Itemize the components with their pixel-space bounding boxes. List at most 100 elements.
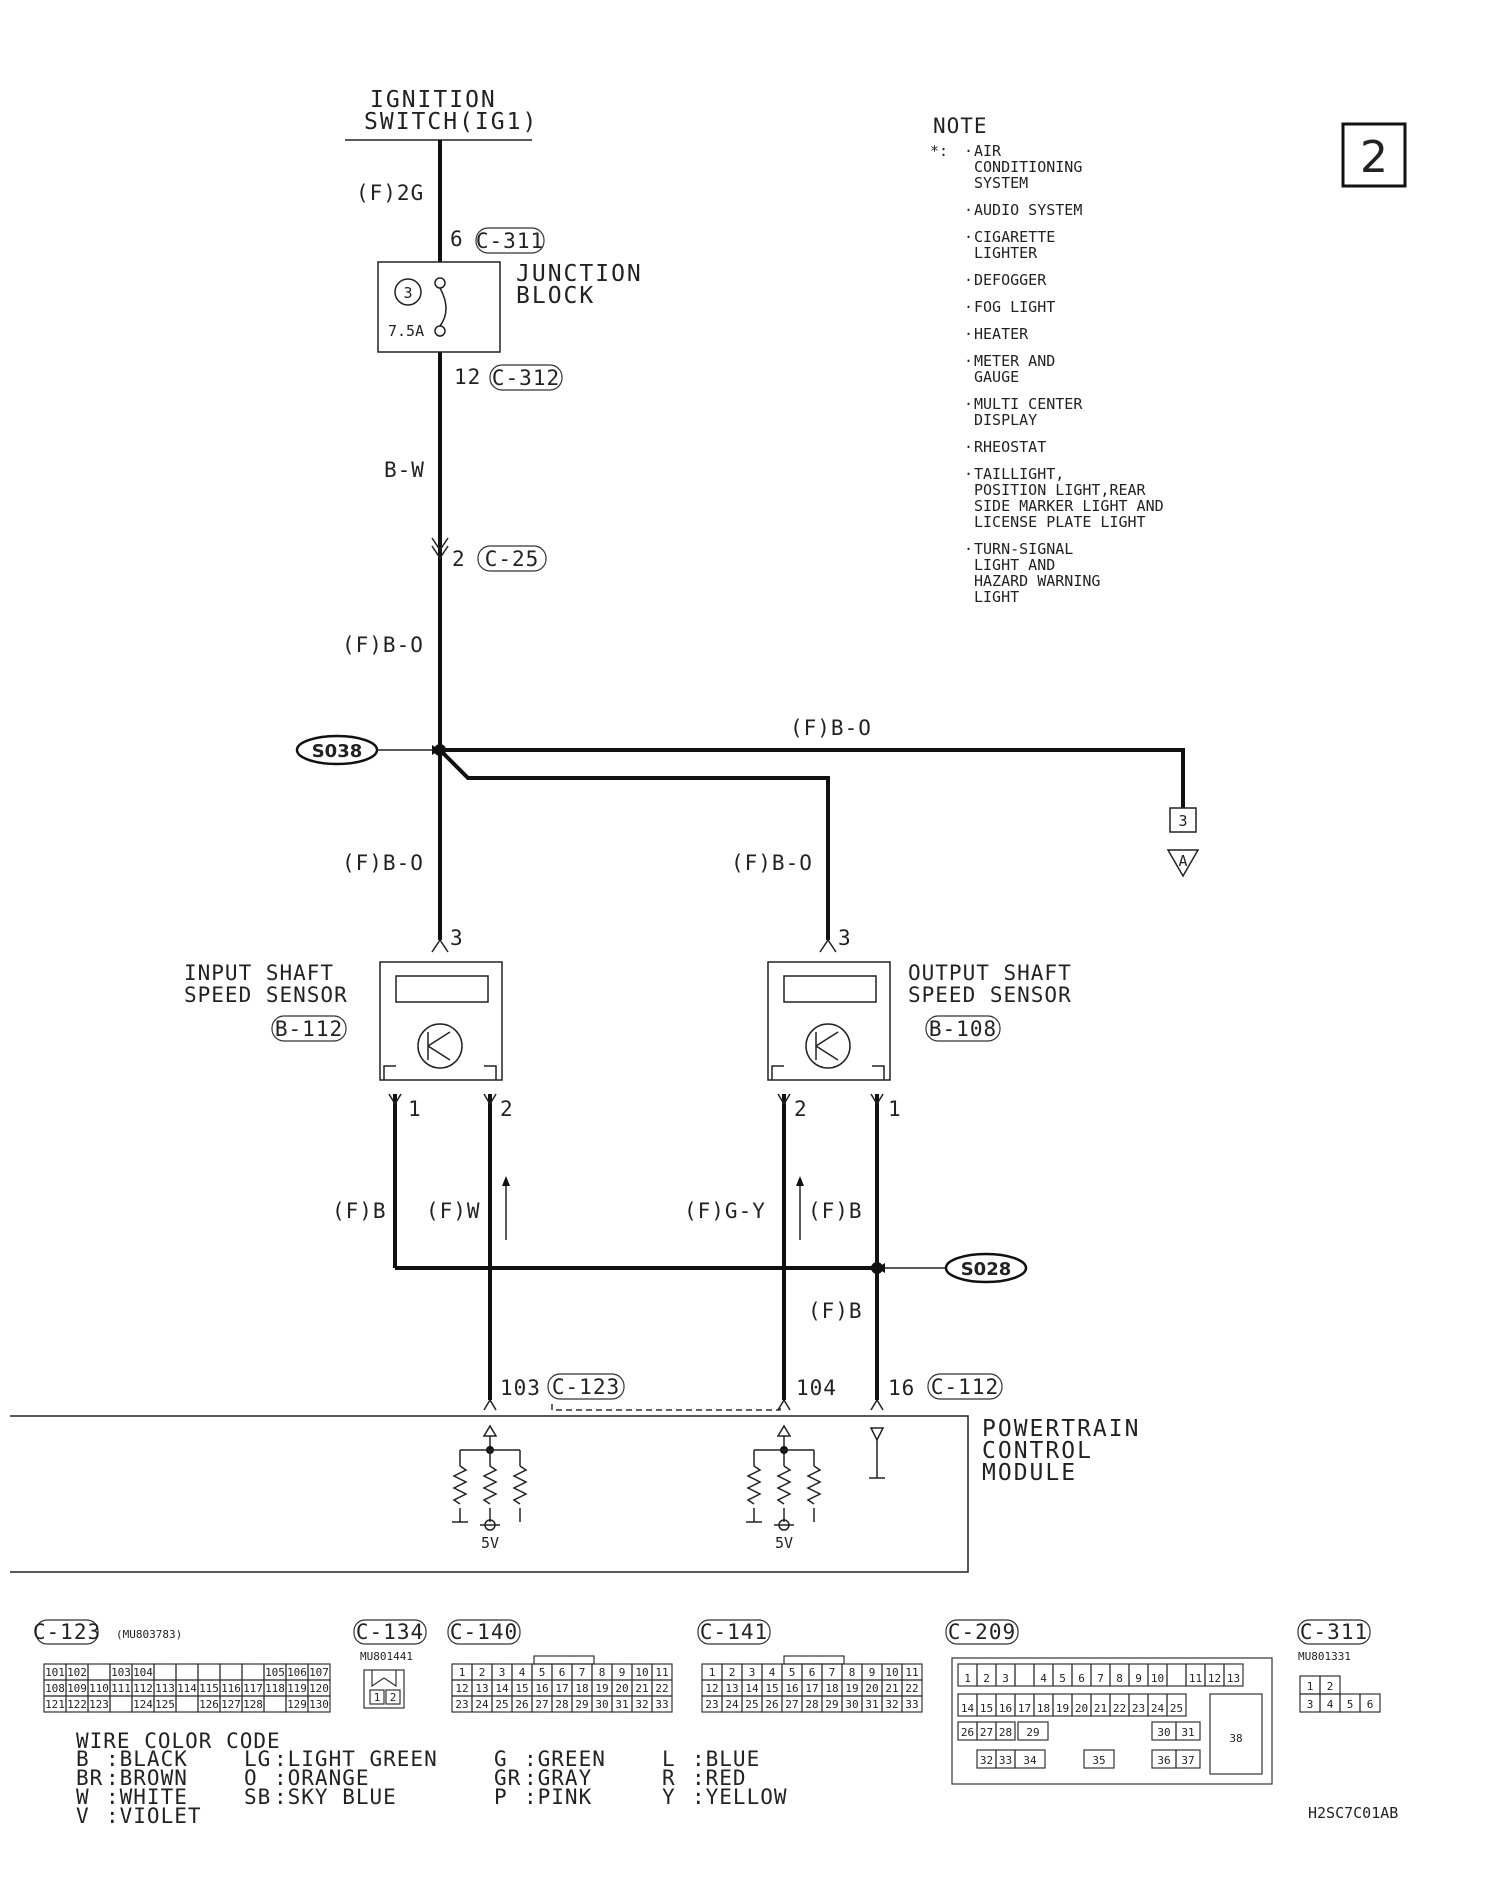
note-item-line: HAZARD WARNING <box>974 572 1100 590</box>
c123-cavity <box>109 1695 133 1713</box>
c209-pin: 5 <box>1059 1672 1066 1685</box>
note-bullet: · <box>964 352 973 370</box>
connector-c123: C-123 <box>552 1375 620 1399</box>
c209-pin: 1 <box>964 1672 971 1685</box>
note-bullet: · <box>964 298 973 316</box>
note-item: ·FOG LIGHT <box>964 298 1055 316</box>
c123-cavity <box>153 1663 177 1681</box>
color-code-value: :BROWN <box>106 1766 188 1790</box>
color-code-key: W <box>76 1785 90 1809</box>
pcm-label-1: POWERTRAIN <box>982 1416 1140 1442</box>
c123-cavity <box>263 1695 287 1713</box>
c123-pin: 108 <box>45 1682 65 1695</box>
connector-c25-badge <box>477 545 547 572</box>
connector-c311: C-311 <box>476 229 544 253</box>
input-sensor-transistor-symbol <box>427 1031 451 1061</box>
color-code-key: V <box>76 1804 90 1828</box>
fuse-terminal-top <box>434 277 446 289</box>
c209-pin: 21 <box>1094 1702 1107 1715</box>
c123-pin: 121 <box>45 1698 65 1711</box>
c141-pin: 26 <box>765 1698 778 1711</box>
offpage-number: 3 <box>1178 812 1187 830</box>
c209-pin: 24 <box>1151 1702 1165 1715</box>
connector-c312-badge <box>489 364 563 391</box>
c311-pin: 2 <box>1327 1680 1334 1693</box>
c140-pin: 9 <box>619 1666 626 1679</box>
c209-pin: 28 <box>999 1726 1012 1739</box>
splice-s028-arrowhead <box>877 1263 885 1273</box>
color-code-value: :VIOLET <box>106 1804 202 1828</box>
note-title: NOTE <box>933 114 988 138</box>
note-item-line: DISPLAY <box>974 411 1037 429</box>
c123-pin: 115 <box>199 1682 219 1695</box>
c209-pin: 14 <box>961 1702 975 1715</box>
color-code-key: L <box>662 1747 676 1771</box>
c209-pin: 16 <box>999 1702 1012 1715</box>
c140-pin: 7 <box>579 1666 586 1679</box>
c123-pin: 122 <box>67 1698 87 1711</box>
c141-pin: 13 <box>725 1682 738 1695</box>
c141-pin: 6 <box>809 1666 816 1679</box>
color-code-title: WIRE COLOR CODE <box>76 1729 281 1753</box>
c141-pin: 8 <box>849 1666 856 1679</box>
connector-view-c123-part: (MU803783) <box>116 1628 182 1641</box>
note-item-line: DEFOGGER <box>974 271 1047 289</box>
c141-pin: 9 <box>869 1666 876 1679</box>
c209-big-cavity <box>1209 1693 1263 1775</box>
c209-pin: 37 <box>1181 1754 1194 1767</box>
color-code-key: BR <box>76 1766 103 1790</box>
sensor-pin-arrows <box>388 1093 884 1106</box>
splice-s038-arrowhead <box>432 745 440 755</box>
note-item-line: CIGARETTE <box>974 228 1055 246</box>
c209-pin: 12 <box>1208 1672 1221 1685</box>
input-sensor-pin-3: 3 <box>450 926 464 950</box>
c123-cavity <box>87 1663 111 1681</box>
c123-pin: 125 <box>155 1698 175 1711</box>
c141-pin: 33 <box>905 1698 918 1711</box>
c311-pin: 5 <box>1347 1698 1354 1711</box>
color-code-value: :PINK <box>524 1785 592 1809</box>
connector-b112: B-112 <box>275 1017 343 1041</box>
c141-pin: 27 <box>785 1698 798 1711</box>
wire-s038-to-output-sensor <box>438 748 830 940</box>
connector-view-c140-label: C-140 <box>450 1620 518 1644</box>
color-code-value: :YELLOW <box>692 1785 788 1809</box>
output-sensor-pin-3-arrow <box>819 938 837 953</box>
pcm-box <box>10 1415 969 1573</box>
connector-b112-badge <box>271 1015 347 1042</box>
c141-pin: 2 <box>729 1666 736 1679</box>
c140-latch <box>533 1655 595 1665</box>
c209-cavity <box>1166 1693 1187 1717</box>
c140-pin: 27 <box>535 1698 548 1711</box>
connector-c112-badge <box>927 1373 1003 1400</box>
pcm-label-3: MODULE <box>982 1460 1077 1486</box>
junction-block-label-2: BLOCK <box>516 283 595 309</box>
note-item-line: RHEOSTAT <box>974 438 1046 456</box>
c140-pin: 15 <box>515 1682 528 1695</box>
note-item-line: MULTI CENTER <box>974 395 1083 413</box>
wire-label-fbo-output: (F)B-O <box>731 851 813 875</box>
c123-pin: 129 <box>287 1698 307 1711</box>
c209-cavity <box>1014 1663 1035 1687</box>
c123-pin: 113 <box>155 1682 175 1695</box>
splice-s028: S028 <box>961 1259 1012 1280</box>
color-code-key: GR <box>494 1766 521 1790</box>
c141-pin: 18 <box>825 1682 838 1695</box>
output-sensor-transistor <box>805 1023 851 1069</box>
color-code-value: :BLACK <box>106 1747 188 1771</box>
c123-cavity <box>175 1663 199 1681</box>
pcm-input-circuit-1 <box>452 1424 528 1531</box>
input-sensor-leads <box>383 1065 497 1080</box>
c141-pin: 22 <box>905 1682 918 1695</box>
c140-pin: 28 <box>555 1698 568 1711</box>
c209-cavity <box>1175 1749 1201 1769</box>
note-item: ·DEFOGGER <box>964 271 1047 289</box>
pcm-pin-16: 16 <box>888 1376 915 1400</box>
note-item: ·RHEOSTAT <box>964 438 1046 456</box>
offpage-triangle <box>1166 849 1200 878</box>
wire-label-fb-input: (F)B <box>332 1199 387 1223</box>
output-sensor-transistor-symbol <box>815 1031 839 1061</box>
